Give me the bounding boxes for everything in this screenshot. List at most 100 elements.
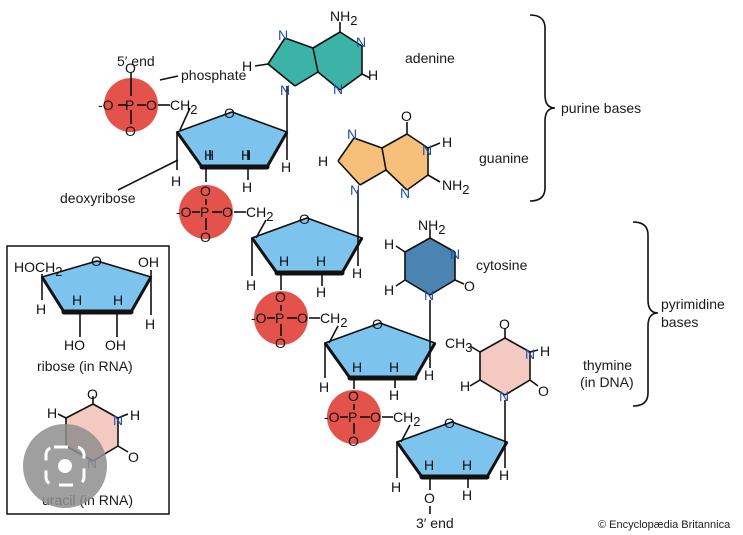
cytosine-n1: N — [450, 246, 460, 262]
p1-p: P — [125, 97, 134, 113]
label-bases: bases — [661, 314, 698, 330]
guanine-n3: N — [400, 185, 410, 201]
sugar2-h1: H — [279, 253, 289, 269]
phosphate-circle-1 — [104, 78, 158, 132]
thymine-o1: O — [499, 316, 510, 332]
p4-o-bottom: O — [348, 433, 359, 449]
phosphate-circle-3 — [254, 291, 308, 345]
sugar2-h-left: H — [246, 277, 256, 293]
label-ribose: ribose (in RNA) — [37, 358, 133, 374]
sugar1-h3: H — [242, 179, 252, 195]
sugar4-h3: H — [462, 487, 472, 503]
ch2-2: CH2 — [246, 204, 273, 224]
p3-p: P — [275, 310, 284, 326]
guanine-base — [337, 122, 441, 252]
uracil-h2: H — [130, 407, 140, 423]
sugar3-h1: H — [352, 359, 362, 375]
sugar2-h-right: H — [352, 265, 362, 281]
sugar3-h3: H — [389, 387, 399, 403]
pyrimidine-brace — [632, 221, 659, 407]
ribose-oh-top: OH — [138, 254, 159, 270]
phosphate-circle-4 — [327, 390, 381, 444]
cytosine-h2: H — [384, 282, 394, 298]
ribose-h-right: H — [145, 316, 155, 332]
thymine-n2: N — [499, 388, 509, 404]
p2-o-right: O — [222, 204, 233, 220]
uracil-o1: O — [87, 386, 98, 402]
purine-brace — [529, 14, 556, 202]
label-phosphate: phosphate — [181, 67, 247, 83]
visual-search-overlay[interactable] — [23, 424, 107, 508]
sugar2-h3: H — [316, 284, 326, 300]
sugar4-h1: H — [424, 457, 434, 473]
guanine-nh2: NH2 — [442, 177, 469, 197]
sugar4-h-left: H — [391, 479, 401, 495]
lens-frame-icon — [44, 445, 86, 487]
sugar1-h2: H — [241, 147, 251, 163]
label-thymine-in-dna: (in DNA) — [580, 374, 634, 390]
thymine-n1: N — [525, 346, 535, 362]
label-5-end: 5′ end — [117, 53, 155, 69]
uracil-n1: N — [113, 412, 123, 428]
guanine-n1: N — [347, 126, 357, 142]
uracil-o2: O — [128, 449, 139, 465]
p4-p: P — [348, 409, 357, 425]
label-3-end: 3′ end — [416, 515, 454, 531]
cytosine-base — [395, 230, 465, 352]
cytosine-n2: N — [424, 287, 434, 303]
ribose-hoch2: HOCH2 — [14, 259, 62, 279]
phosphate-circle-2 — [179, 185, 233, 239]
label-thymine: thymine — [583, 357, 632, 373]
ribose-h-left: H — [36, 301, 46, 317]
ribose-o: O — [91, 253, 102, 269]
guanine-n4: N — [350, 182, 360, 198]
guanine-h1: H — [318, 153, 328, 169]
adenine-nh2: NH2 — [330, 8, 357, 28]
thymine-h1: H — [540, 343, 550, 359]
sugar1-o: O — [224, 105, 235, 121]
p4-o-right: O — [370, 409, 381, 425]
lens-dot-icon — [58, 459, 72, 473]
p1-o-right: O — [146, 97, 157, 113]
p3-minus-o: -O — [251, 310, 267, 326]
sugar4-h-right: H — [499, 467, 509, 483]
sugar1-h-right: H — [281, 159, 291, 175]
ribose-oh-bottom: OH — [105, 337, 126, 353]
uracil-h1: H — [47, 405, 57, 421]
ribose-ring — [40, 260, 153, 315]
label-guanine: guanine — [479, 150, 529, 166]
cytosine-nh2: NH2 — [418, 217, 445, 237]
p4-o-top: O — [348, 388, 359, 404]
guanine-o: O — [401, 108, 412, 124]
adenine-n1: N — [278, 27, 288, 43]
p2-o-bottom: O — [200, 229, 211, 245]
sugar1-h-left: H — [171, 173, 181, 189]
p4-minus-o: -O — [324, 409, 340, 425]
adenine-h1: H — [242, 58, 252, 74]
p3-o-top: O — [275, 289, 286, 305]
sugar3-h-left: H — [319, 379, 329, 395]
adenine-n3: N — [333, 81, 343, 97]
thymine-h2: H — [460, 378, 470, 394]
sugar1-h1: H — [204, 147, 214, 163]
sugar4-h2: H — [462, 457, 472, 473]
p1-minus-o: -O — [98, 97, 114, 113]
adenine-h2: H — [368, 67, 378, 83]
sugar3-h-right: H — [424, 367, 434, 383]
ribose-h2: H — [113, 292, 123, 308]
label-deoxyribose: deoxyribose — [60, 190, 136, 206]
guanine-h2: H — [442, 134, 452, 150]
p3-o-bottom: O — [275, 335, 286, 351]
adenine-n2: N — [356, 34, 366, 50]
label-pyrimidine: pyrimidine — [661, 296, 725, 312]
ch2-1: CH2 — [170, 97, 197, 117]
sugar4-o: O — [444, 415, 455, 431]
sugar3-h2: H — [389, 359, 399, 375]
sugar4-o-bottom: O — [424, 490, 435, 506]
copyright-notice: © Encyclopædia Britannica — [598, 519, 731, 531]
thymine-o2: O — [538, 383, 549, 399]
label-cytosine: cytosine — [476, 257, 528, 273]
sugar2-o: O — [299, 211, 310, 227]
cytosine-o: O — [464, 278, 475, 294]
